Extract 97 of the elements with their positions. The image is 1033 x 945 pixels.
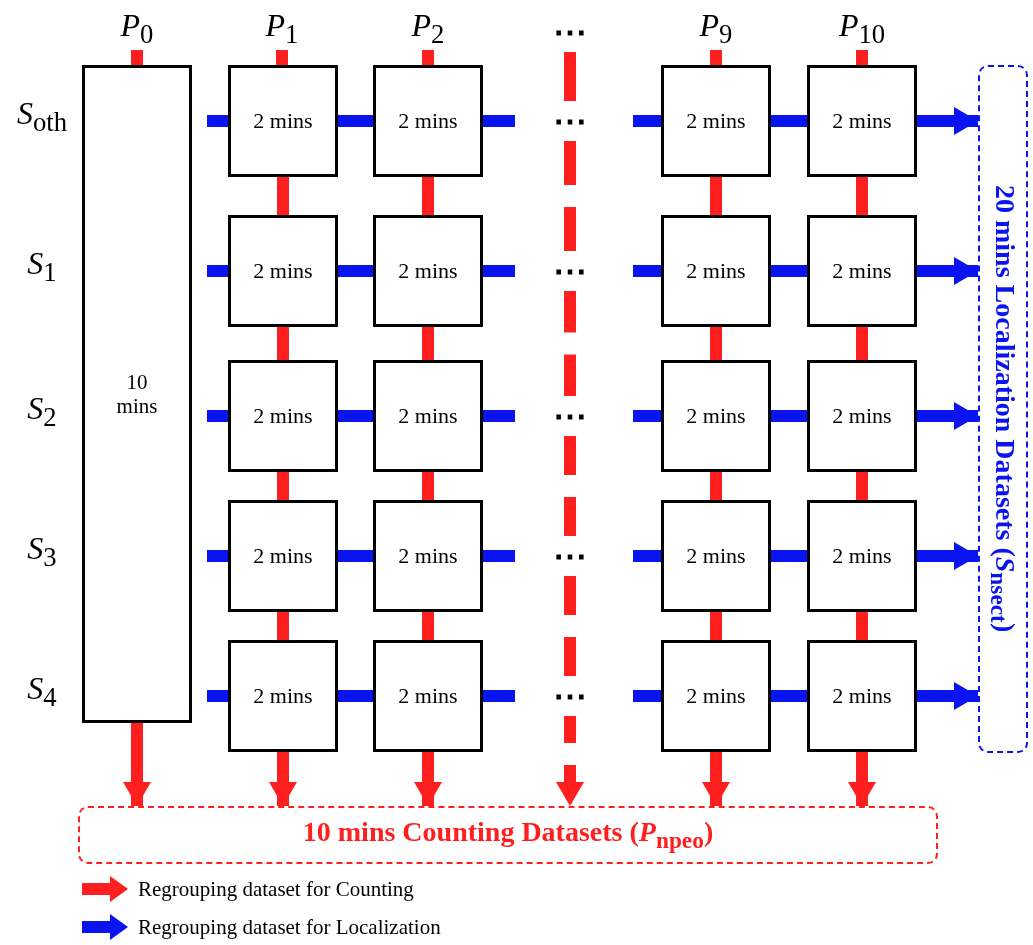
connector-line [422, 612, 434, 640]
connector-line [276, 50, 288, 65]
connector-line [207, 550, 228, 562]
duration-box: 2 mins [373, 215, 483, 327]
connector-line [710, 472, 722, 500]
connector-line [856, 472, 868, 500]
duration-box: 2 mins [807, 65, 917, 177]
duration-box: 2 mins [373, 640, 483, 752]
duration-box: 2 mins [373, 500, 483, 612]
legend-text: Regrouping dataset for Localization [138, 913, 441, 941]
arrow [917, 107, 978, 135]
duration-box: 2 mins [807, 215, 917, 327]
connector-line [856, 177, 868, 215]
duration-box: 2 mins [661, 215, 771, 327]
row-label: S$_{1}$ [26, 244, 58, 290]
connector-line [710, 50, 722, 65]
duration-box: 2 mins [807, 500, 917, 612]
connector-line [422, 50, 434, 65]
connector-line [633, 115, 661, 127]
duration-box: 2 mins [661, 500, 771, 612]
connector-line [207, 265, 228, 277]
connector-line [483, 115, 515, 127]
connector-line [207, 115, 228, 127]
connector-line [771, 550, 807, 562]
row-label: S$_{2}$ [26, 389, 58, 435]
arrow [123, 723, 151, 806]
connector-line [856, 612, 868, 640]
column-label: P$_{9}$ [671, 8, 761, 50]
connector-line [771, 410, 807, 422]
ellipsis: ⋯ [552, 398, 588, 434]
connector-line [483, 550, 515, 562]
connector-line [207, 690, 228, 702]
connector-line [277, 612, 289, 640]
connector-line [207, 410, 228, 422]
connector-line [633, 265, 661, 277]
connector-line [131, 50, 143, 65]
connector-line [633, 550, 661, 562]
arrow [848, 752, 876, 806]
arrow [917, 682, 978, 710]
ellipsis: ⋯ [552, 13, 588, 52]
legend-text: Regrouping dataset for Counting [138, 875, 414, 903]
connector-line [710, 177, 722, 215]
ellipsis: ⋯ [552, 538, 588, 574]
duration-box: 2 mins [373, 360, 483, 472]
duration-box: 2 mins [661, 65, 771, 177]
duration-box: 2 mins [228, 500, 338, 612]
connector-line [771, 265, 807, 277]
connector-line [338, 410, 373, 422]
arrow [702, 752, 730, 806]
arrow [917, 542, 978, 570]
dataset-box: 10 mins Counting Datasets (P$_{npeo}$) [78, 806, 938, 864]
connector-line [338, 550, 373, 562]
connector-line [338, 690, 373, 702]
row-label: S$_{4}$ [26, 669, 58, 715]
column-label: P$_{1}$ [237, 8, 327, 50]
connector-line [422, 472, 434, 500]
duration-box: 2 mins [228, 65, 338, 177]
connector-line [710, 612, 722, 640]
connector-line [856, 50, 868, 65]
ellipsis: ⋯ [552, 103, 588, 139]
duration-box: 10 mins [82, 65, 192, 723]
arrow [917, 402, 978, 430]
arrow [414, 752, 442, 806]
arrow [556, 52, 584, 806]
connector-line [422, 177, 434, 215]
connector-line [771, 690, 807, 702]
arrow [917, 257, 978, 285]
duration-box: 2 mins [807, 640, 917, 752]
connector-line [856, 327, 868, 360]
duration-box: 2 mins [228, 360, 338, 472]
connector-line [771, 115, 807, 127]
connector-line [483, 410, 515, 422]
connector-line [633, 410, 661, 422]
connector-line [422, 327, 434, 360]
duration-box: 2 mins [373, 65, 483, 177]
connector-line [338, 265, 373, 277]
connector-line [338, 115, 373, 127]
connector-line [710, 327, 722, 360]
connector-line [277, 327, 289, 360]
connector-line [277, 177, 289, 215]
row-label: S$_{3}$ [26, 529, 58, 575]
ellipsis: ⋯ [552, 253, 588, 289]
duration-box: 2 mins [661, 640, 771, 752]
duration-box: 2 mins [807, 360, 917, 472]
connector-line [483, 690, 515, 702]
duration-box: 2 mins [228, 640, 338, 752]
connector-line [483, 265, 515, 277]
ellipsis: ⋯ [552, 678, 588, 714]
column-label: P$_{0}$ [92, 8, 182, 50]
connector-line [277, 472, 289, 500]
duration-box: 2 mins [228, 215, 338, 327]
duration-box: 2 mins [661, 360, 771, 472]
column-label: P$_{2}$ [383, 8, 473, 50]
connector-line [633, 690, 661, 702]
row-label: S$_{oth}$ [15, 94, 69, 140]
arrow [269, 752, 297, 806]
column-label: P$_{10}$ [817, 8, 907, 50]
